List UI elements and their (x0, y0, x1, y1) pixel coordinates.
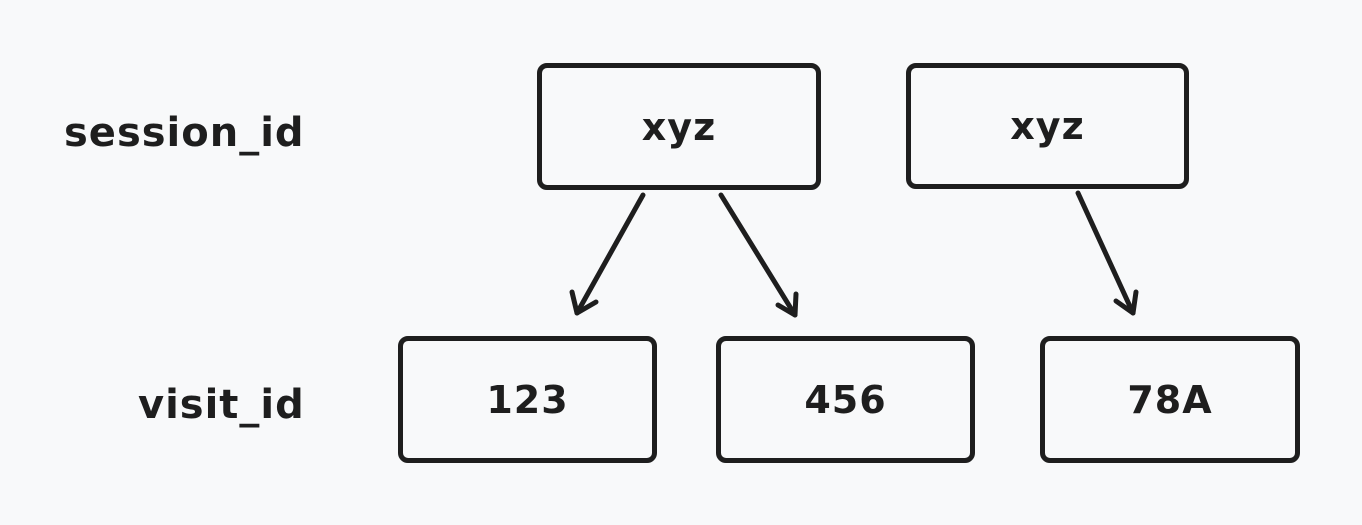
session-id-label: session_id (64, 110, 305, 156)
arrow-session1-to-visit1 (569, 192, 646, 316)
visit-box-1: 123 (398, 336, 657, 463)
session-box-2: xyz (906, 63, 1189, 189)
arrow-session2-to-visit3 (1075, 190, 1139, 316)
visit-box-3: 78A (1040, 336, 1300, 463)
visit-box-3-text: 78A (1127, 377, 1213, 422)
session-box-1-text: xyz (641, 104, 717, 149)
session-box-2-text: xyz (1010, 104, 1085, 148)
visit-id-label: visit_id (138, 382, 305, 428)
arrow-session1-to-visit2 (718, 192, 799, 318)
visit-box-2: 456 (716, 336, 975, 463)
visit-box-2-text: 456 (804, 377, 887, 422)
session-box-1: xyz (537, 63, 821, 190)
visit-box-1-text: 123 (486, 377, 569, 422)
